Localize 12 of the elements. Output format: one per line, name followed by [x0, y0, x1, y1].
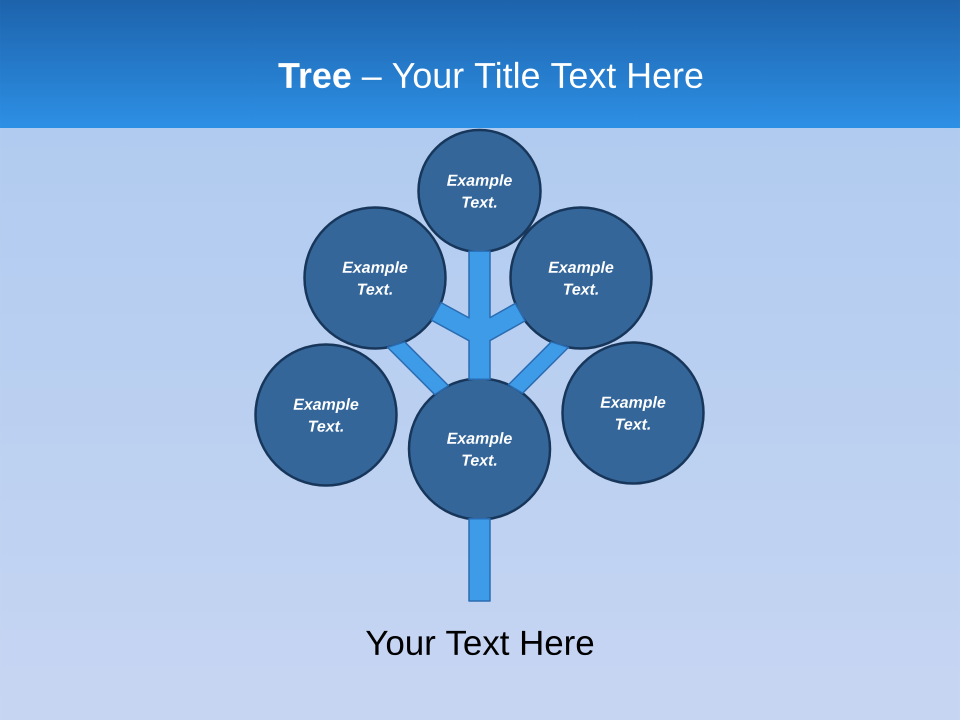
tree-branch: [386, 341, 450, 396]
title: Tree – Your Title Text Here: [278, 62, 702, 88]
footer-text: Your Text Here: [366, 630, 594, 656]
tree-trunk: [430, 250, 526, 380]
tree-branch: [508, 341, 570, 394]
circle-node: Example Text.: [254, 343, 398, 487]
circle-node: Example Text.: [303, 206, 447, 350]
tree-trunk: [468, 518, 491, 602]
circle-node: Example Text.: [561, 341, 705, 485]
circle-node: Example Text.: [408, 377, 552, 521]
circle-node: Example Text.: [509, 206, 653, 350]
circle-node: Example Text.: [417, 128, 542, 254]
